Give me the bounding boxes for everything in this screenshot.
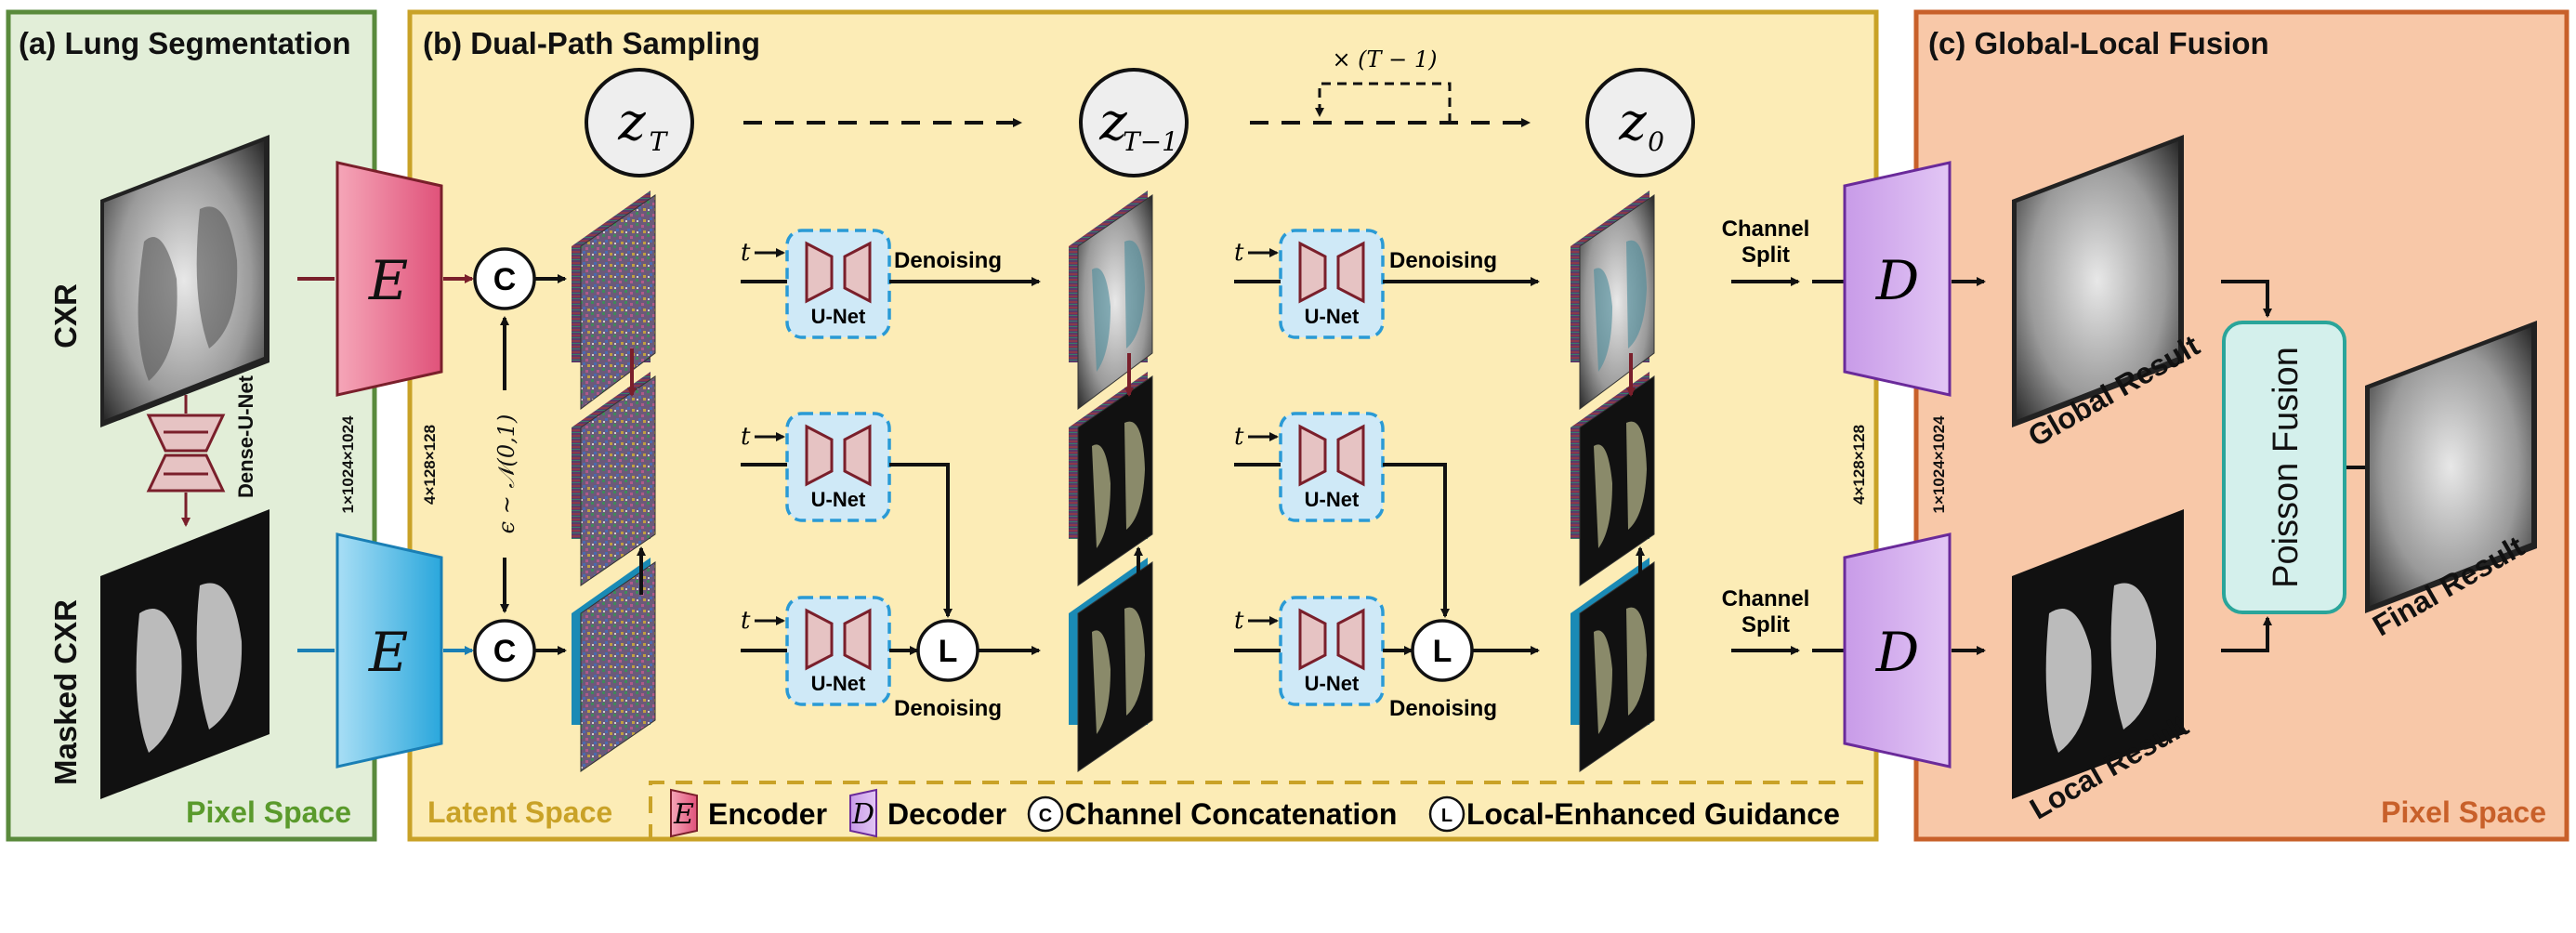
t-label: t [741,607,751,635]
latent-noise-mid [572,372,656,586]
t-label: t [741,423,751,451]
svg-text:L: L [939,634,958,669]
concat-top: C [473,247,536,310]
decoder-bottom: D [1843,532,1952,769]
latent-noise-bottom [572,558,656,772]
noise-label: ϵ ∼ 𝒩(0,1) [493,414,519,534]
svg-text:U-Net: U-Net [1305,488,1360,511]
denoising-label: Denoising [894,696,1002,721]
panel-a-title: (a) Lung Segmentation [19,26,351,60]
local-guidance-1: L [916,619,979,682]
svg-text:T: T [650,126,669,157]
latent-z0-bottom [1571,558,1655,772]
masked-cxr-image [100,509,269,799]
denoising-label: Denoising [894,248,1002,273]
dense-unet-icon [146,395,226,527]
latent-zT-1: z T−1 [1079,68,1189,177]
encoder-bottom: E [335,532,443,769]
svg-text:L: L [1433,634,1452,669]
svg-text:C: C [493,262,517,297]
latent-z0-top [1571,191,1655,410]
unet-block-6: U-Net [1279,596,1385,706]
decoder-dim-out: 1×1024×1024 [1930,415,1948,513]
local-guidance-2: L [1411,619,1474,682]
t-label: t [1234,239,1244,267]
panel-a-space: Pixel Space [186,795,351,829]
concat-bottom: C [473,619,536,682]
panel-c-space: Pixel Space [2381,795,2546,829]
t-label: t [1234,607,1244,635]
legend-local: L Local-Enhanced Guidance [1428,795,1840,833]
channel-split-top: Channel [1722,217,1810,242]
latent-zT: z T [585,68,694,177]
latent-step-bottom [1069,558,1153,772]
channel-split-top: Split [1741,243,1790,268]
latent-step-top [1069,191,1153,410]
t-label: t [1234,423,1244,451]
channel-split-bottom: Channel [1722,586,1810,611]
svg-text:U-Net: U-Net [811,305,866,328]
svg-text:0: 0 [1648,126,1664,157]
encoder-dim-in: 1×1024×1024 [339,415,357,513]
svg-text:Local-Enhanced Guidance: Local-Enhanced Guidance [1466,797,1840,831]
svg-text:C: C [1039,806,1052,826]
denoising-label: Denoising [1389,248,1497,273]
svg-text:C: C [493,634,517,669]
svg-text:Encoder: Encoder [708,797,827,831]
svg-text:E: E [368,249,408,312]
masked-cxr-label: Masked CXR [48,599,83,785]
repeat-label: × (T − 1) [1332,46,1437,72]
poisson-fusion-box: Poisson Fusion [2222,321,2346,614]
cxr-image [100,135,269,427]
svg-text:U-Net: U-Net [1305,305,1360,328]
svg-text:U-Net: U-Net [1305,672,1360,695]
encoder-top: E [335,161,443,397]
latent-z0-mid [1571,372,1655,586]
svg-text:D: D [1875,621,1920,684]
svg-text:z: z [1618,92,1647,152]
panel-b-space: Latent Space [427,795,612,829]
svg-text:z: z [1098,92,1127,152]
svg-text:U-Net: U-Net [811,488,866,511]
t-label: t [741,239,751,267]
local-result-image [2012,509,2184,799]
legend-border [649,781,1868,841]
svg-text:T−1: T−1 [1123,126,1178,157]
unet-block-3: U-Net [785,596,891,706]
channel-split-bottom: Split [1741,612,1790,637]
dense-unet-label: Dense-U-Net [234,375,257,498]
svg-text:D: D [851,798,874,831]
svg-text:E: E [368,621,408,684]
latent-noise-top [572,191,656,410]
cxr-label: CXR [48,283,83,348]
svg-text:z: z [617,92,646,152]
svg-text:E: E [673,798,694,831]
panel-c-title: (c) Global-Local Fusion [1928,26,2269,60]
legend-concat: C Channel Concatenation [1027,795,1397,833]
final-result-image [2365,321,2537,613]
unet-block-2: U-Net [785,412,891,522]
panel-b-title: (b) Dual-Path Sampling [423,26,760,60]
latent-z0: z 0 [1585,68,1695,177]
decoder-dim-latent: 4×128×128 [1850,425,1868,505]
svg-text:U-Net: U-Net [811,672,866,695]
legend-encoder: E Encoder [670,788,827,838]
legend-decoder: D Decoder [849,788,1006,838]
decoder-top: D [1843,161,1952,397]
unet-block-4: U-Net [1279,229,1385,339]
denoising-label: Denoising [1389,696,1497,721]
svg-text:Decoder: Decoder [887,797,1006,831]
svg-text:Channel Concatenation: Channel Concatenation [1065,797,1397,831]
unet-block-5: U-Net [1279,412,1385,522]
encoder-dim-latent: 4×128×128 [421,425,439,505]
svg-text:Poisson Fusion: Poisson Fusion [2267,347,2306,588]
global-result-image [2012,135,2184,427]
latent-step-mid [1069,372,1153,586]
svg-text:L: L [1441,806,1452,826]
svg-text:D: D [1875,249,1920,312]
unet-block-1: U-Net [785,229,891,339]
t-inputs [755,248,1279,625]
